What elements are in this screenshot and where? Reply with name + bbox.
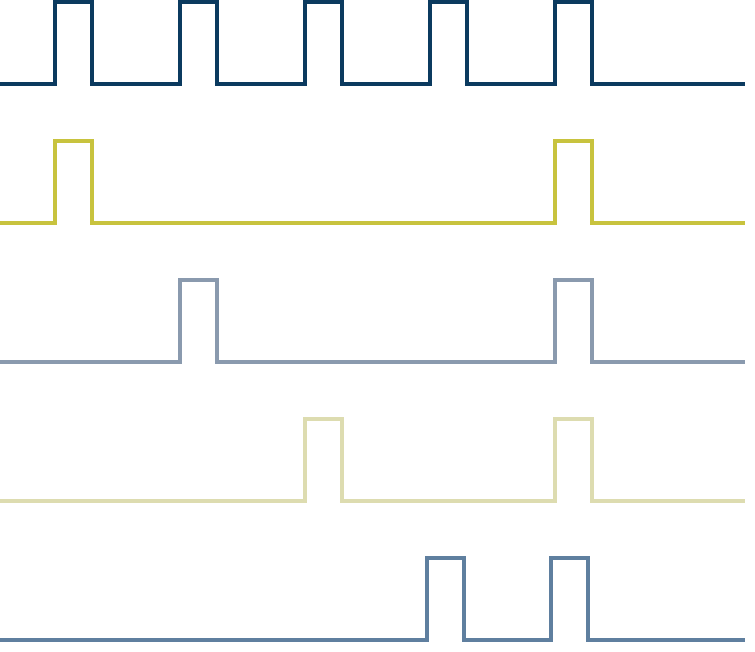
signal-3-waveform <box>0 278 745 364</box>
signal-1-waveform <box>0 0 745 86</box>
signal-5-waveform <box>0 556 745 642</box>
signal-2-waveform <box>0 139 745 225</box>
signal-4-waveform <box>0 417 745 503</box>
